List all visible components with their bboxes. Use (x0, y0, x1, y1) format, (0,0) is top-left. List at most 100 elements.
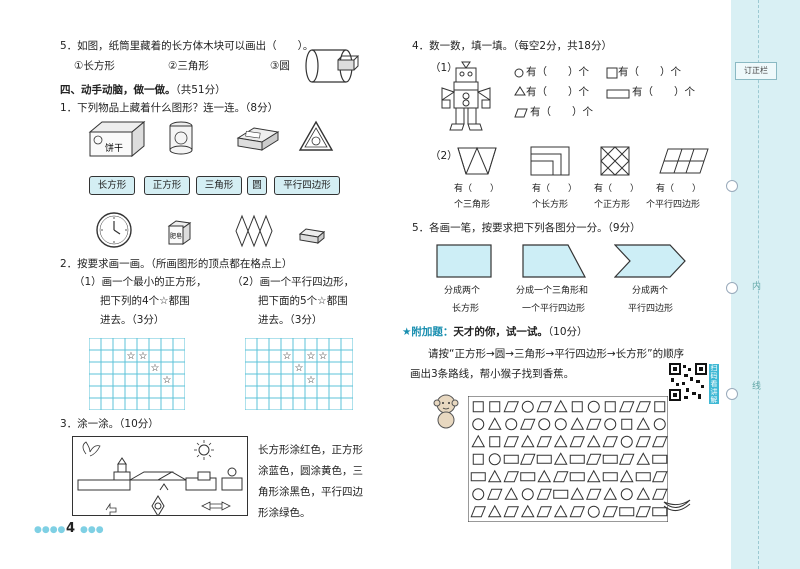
divide-trapezoid-shape[interactable] (522, 244, 586, 278)
maze-circle[interactable] (653, 418, 666, 431)
maze-square[interactable] (571, 401, 583, 413)
count-parallelogram[interactable]: 有（ ）个 (530, 106, 593, 118)
maze-circle[interactable] (505, 418, 518, 431)
maze-square[interactable] (472, 401, 484, 413)
maze-rectangle[interactable] (602, 472, 618, 482)
maze-parallelogram[interactable] (536, 506, 552, 518)
maze-parallelogram[interactable] (635, 401, 651, 413)
count-rectangle[interactable]: 有（ ）个 (632, 86, 695, 98)
maze-circle[interactable] (620, 488, 633, 501)
maze-rectangle[interactable] (602, 454, 618, 464)
maze-parallelogram[interactable] (553, 471, 569, 483)
maze-circle[interactable] (521, 488, 534, 501)
maze-parallelogram[interactable] (536, 401, 552, 413)
p2-item3-l1[interactable]: 有（ ） (594, 184, 640, 194)
maze-parallelogram[interactable] (569, 436, 585, 448)
maze-square[interactable] (489, 401, 501, 413)
maze-parallelogram[interactable] (635, 506, 651, 518)
maze-parallelogram[interactable] (602, 436, 618, 448)
count-circle[interactable]: 有（ ）个 (526, 66, 589, 78)
maze-circle[interactable] (521, 400, 534, 413)
maze-circle[interactable] (488, 453, 501, 466)
count-square[interactable]: 有（ ）个 (618, 66, 681, 78)
maze-rectangle[interactable] (569, 472, 585, 482)
p2-item2-l1[interactable]: 有（ ） (532, 184, 578, 194)
maze-parallelogram[interactable] (652, 436, 668, 448)
maze-parallelogram[interactable] (536, 488, 552, 500)
maze-triangle[interactable] (570, 417, 585, 430)
grid-1[interactable]: ☆☆☆☆ (89, 338, 185, 410)
maze-rectangle[interactable] (503, 454, 519, 464)
maze-square[interactable] (472, 453, 484, 465)
maze-triangle[interactable] (553, 504, 568, 518)
qr-code-image[interactable] (668, 362, 708, 402)
maze-rectangle[interactable] (652, 454, 668, 464)
maze-parallelogram[interactable] (586, 418, 602, 430)
tag-circle[interactable]: 圆 (247, 176, 267, 195)
maze-parallelogram[interactable] (652, 471, 668, 483)
maze-rectangle[interactable] (569, 454, 585, 464)
maze-square[interactable] (489, 436, 501, 448)
maze-triangle[interactable] (636, 417, 651, 430)
maze-parallelogram[interactable] (503, 401, 519, 413)
tag-square[interactable]: 正方形 (144, 176, 190, 195)
maze-triangle[interactable] (586, 434, 601, 448)
divide-arrow-shape[interactable] (614, 244, 686, 278)
maze-triangle[interactable] (636, 487, 651, 500)
maze-parallelogram[interactable] (652, 488, 668, 500)
maze-triangle[interactable] (603, 487, 618, 500)
maze-parallelogram[interactable] (503, 471, 519, 483)
maze-rectangle[interactable] (652, 507, 668, 517)
maze-parallelogram[interactable] (503, 506, 519, 518)
maze-parallelogram[interactable] (487, 488, 503, 500)
maze-square[interactable] (654, 401, 666, 413)
maze-triangle[interactable] (487, 469, 502, 483)
maze-parallelogram[interactable] (602, 506, 618, 518)
maze-parallelogram[interactable] (619, 453, 635, 465)
maze-parallelogram[interactable] (470, 506, 486, 518)
maze-triangle[interactable] (570, 487, 585, 500)
coloring-picture[interactable] (72, 436, 248, 516)
maze-parallelogram[interactable] (619, 401, 635, 413)
maze-parallelogram[interactable] (586, 488, 602, 500)
tag-rectangle[interactable]: 长方形 (89, 176, 135, 195)
tag-parallelogram[interactable]: 平行四边形 (274, 176, 340, 195)
maze-circle[interactable] (472, 418, 485, 431)
maze-triangle[interactable] (636, 452, 651, 465)
maze-rectangle[interactable] (470, 472, 486, 482)
maze-square[interactable] (621, 418, 633, 430)
maze-triangle[interactable] (553, 399, 568, 413)
maze-triangle[interactable] (619, 469, 634, 483)
divide-rectangle-shape[interactable] (436, 244, 492, 278)
maze-triangle[interactable] (487, 417, 502, 430)
p2-item1-l1[interactable]: 有（ ） (454, 184, 500, 194)
p2-item4-l1[interactable]: 有（ ） (656, 184, 702, 194)
maze-circle[interactable] (587, 505, 600, 518)
maze-triangle[interactable] (537, 469, 552, 483)
shape-maze[interactable] (468, 396, 668, 522)
maze-parallelogram[interactable] (520, 418, 536, 430)
maze-parallelogram[interactable] (569, 506, 585, 518)
maze-rectangle[interactable] (520, 472, 536, 482)
maze-circle[interactable] (538, 418, 551, 431)
maze-parallelogram[interactable] (503, 436, 519, 448)
maze-rectangle[interactable] (536, 454, 552, 464)
maze-triangle[interactable] (520, 504, 535, 518)
maze-triangle[interactable] (471, 434, 486, 448)
maze-triangle[interactable] (553, 434, 568, 448)
maze-triangle[interactable] (586, 469, 601, 483)
maze-parallelogram[interactable] (536, 436, 552, 448)
maze-circle[interactable] (587, 400, 600, 413)
count-triangle[interactable]: 有（ ）个 (526, 86, 589, 98)
maze-rectangle[interactable] (619, 507, 635, 517)
maze-triangle[interactable] (504, 487, 519, 500)
maze-triangle[interactable] (553, 452, 568, 465)
maze-parallelogram[interactable] (586, 453, 602, 465)
maze-circle[interactable] (554, 418, 567, 431)
maze-rectangle[interactable] (553, 489, 569, 499)
maze-rectangle[interactable] (635, 472, 651, 482)
maze-parallelogram[interactable] (635, 436, 651, 448)
maze-parallelogram[interactable] (520, 453, 536, 465)
maze-square[interactable] (604, 401, 616, 413)
maze-circle[interactable] (620, 435, 633, 448)
